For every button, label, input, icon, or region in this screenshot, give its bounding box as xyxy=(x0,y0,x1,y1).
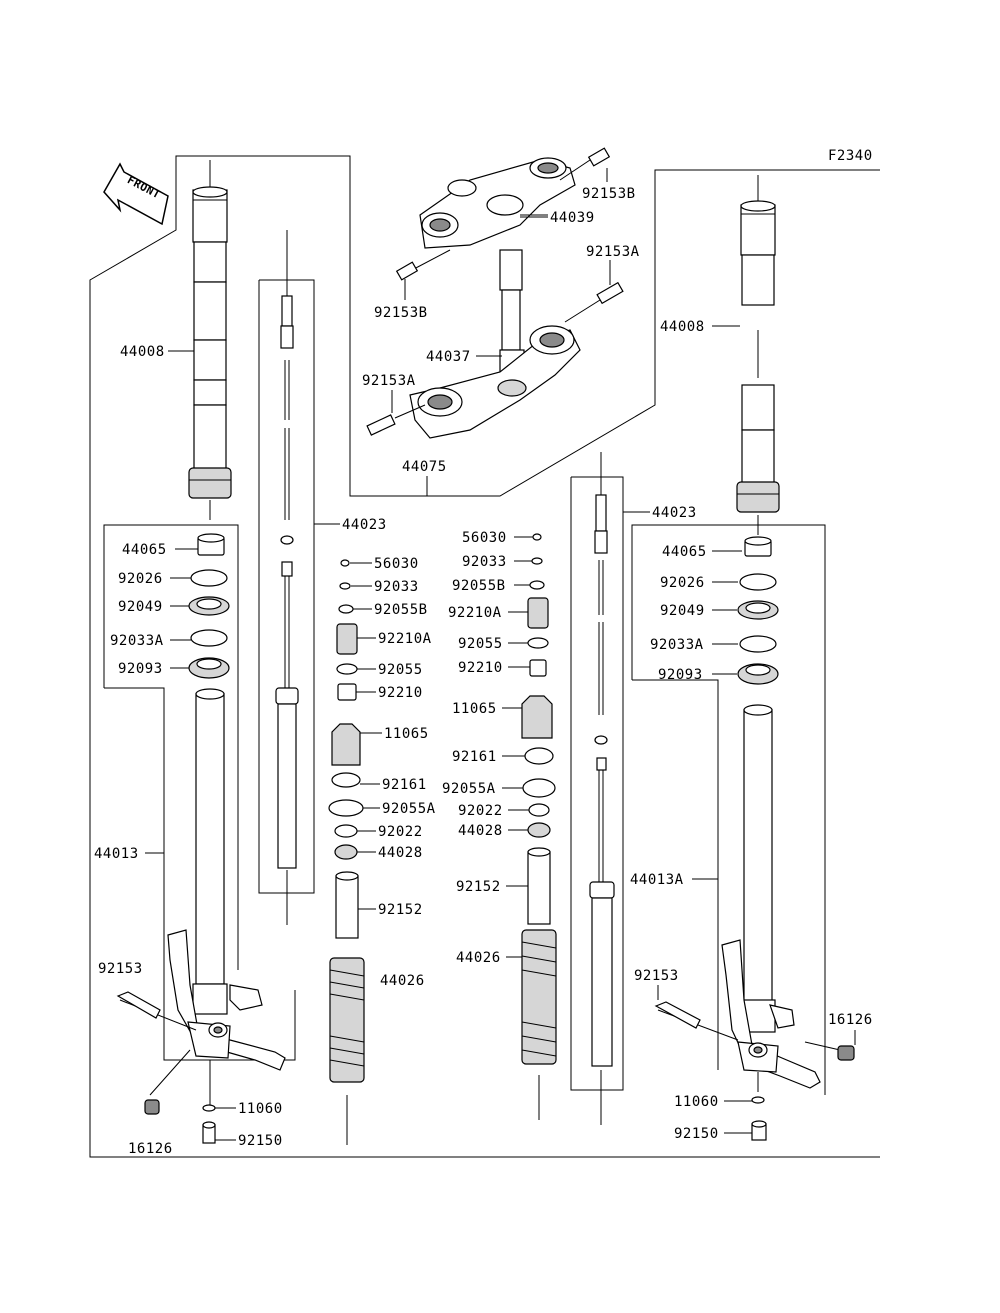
label-16126-right: 16126 xyxy=(828,1012,873,1028)
label-92152-left: 92152 xyxy=(378,902,423,918)
label-92152-right: 92152 xyxy=(456,879,501,895)
stem-lower-bracket xyxy=(366,249,624,439)
label-92022-right: 92022 xyxy=(458,803,503,819)
label-92049-left: 92049 xyxy=(118,599,163,615)
label-92093-left: 92093 xyxy=(118,661,163,677)
label-44037: 44037 xyxy=(426,349,471,365)
label-44028-left: 44028 xyxy=(378,845,423,861)
label-92210A-right: 92210A xyxy=(448,605,502,621)
label-11060-left: 11060 xyxy=(238,1101,283,1117)
label-92210-right: 92210 xyxy=(458,660,503,676)
label-44013A: 44013A xyxy=(630,872,684,888)
label-11065-left: 11065 xyxy=(384,726,429,742)
label-16126-left: 16126 xyxy=(128,1141,173,1157)
label-44065-left: 44065 xyxy=(122,542,167,558)
label-92033A-right: 92033A xyxy=(650,637,704,653)
label-92210A-left: 92210A xyxy=(378,631,432,647)
label-92153A-top: 92153A xyxy=(586,244,640,260)
label-44008-left: 44008 xyxy=(120,344,165,360)
left-seals xyxy=(188,533,230,679)
left-outer-tube xyxy=(167,688,286,1105)
label-92055A-left: 92055A xyxy=(382,801,436,817)
left-damper-rod xyxy=(275,230,299,925)
label-92153-right: 92153 xyxy=(634,968,679,984)
label-56030-left: 56030 xyxy=(374,556,419,572)
label-92153B-top: 92153B xyxy=(582,186,636,202)
label-92055-right: 92055 xyxy=(458,636,503,652)
diagram-code: F2340 xyxy=(828,148,873,164)
upper-bracket xyxy=(395,147,611,281)
label-92049-right: 92049 xyxy=(660,603,705,619)
right-inner-parts xyxy=(521,533,557,1120)
frame-lines xyxy=(89,155,880,1158)
label-44028-right: 44028 xyxy=(458,823,503,839)
left-axle-bolt xyxy=(116,991,216,1144)
label-92150-left: 92150 xyxy=(238,1133,283,1149)
label-92055-left: 92055 xyxy=(378,662,423,678)
label-92055B-right: 92055B xyxy=(452,578,506,594)
leader-lines xyxy=(145,168,856,1141)
left-inner-parts xyxy=(328,559,365,1145)
label-92026-left: 92026 xyxy=(118,571,163,587)
label-92033A-left: 92033A xyxy=(110,633,164,649)
label-44023-left: 44023 xyxy=(342,517,387,533)
label-44075: 44075 xyxy=(402,459,447,475)
label-44026-left: 44026 xyxy=(380,973,425,989)
label-44023-right: 44023 xyxy=(652,505,697,521)
label-44039: 44039 xyxy=(550,210,595,226)
label-92150-right: 92150 xyxy=(674,1126,719,1142)
label-92161-right: 92161 xyxy=(452,749,497,765)
label-92055A-right: 92055A xyxy=(442,781,496,797)
label-92055B-left: 92055B xyxy=(374,602,428,618)
right-axle-bolt xyxy=(654,1001,855,1141)
label-44065-right: 44065 xyxy=(662,544,707,560)
right-seals xyxy=(737,536,779,685)
label-44008-right: 44008 xyxy=(660,319,705,335)
label-11065-right: 11065 xyxy=(452,701,497,717)
label-92026-right: 92026 xyxy=(660,575,705,591)
label-11060-right: 11060 xyxy=(674,1094,719,1110)
label-56030-right: 56030 xyxy=(462,530,507,546)
label-92033-left: 92033 xyxy=(374,579,419,595)
label-44026-right: 44026 xyxy=(456,950,501,966)
label-92153A-left: 92153A xyxy=(362,373,416,389)
right-fork-tube xyxy=(736,175,780,535)
label-92210-left: 92210 xyxy=(378,685,423,701)
label-92022-left: 92022 xyxy=(378,824,423,840)
label-92153-left: 92153 xyxy=(98,961,143,977)
front-arrow-icon: FRONT xyxy=(103,162,169,226)
right-damper-rod xyxy=(589,452,615,1125)
label-44013: 44013 xyxy=(94,846,139,862)
left-fork-tube xyxy=(188,160,232,520)
part-labels: 44008 44065 92026 92049 92033A 92093 440… xyxy=(94,186,873,1157)
label-92161-left: 92161 xyxy=(382,777,427,793)
label-92153B-left: 92153B xyxy=(374,305,428,321)
right-outer-tube xyxy=(721,704,821,1092)
label-92033-right: 92033 xyxy=(462,554,507,570)
label-92093-right: 92093 xyxy=(658,667,703,683)
